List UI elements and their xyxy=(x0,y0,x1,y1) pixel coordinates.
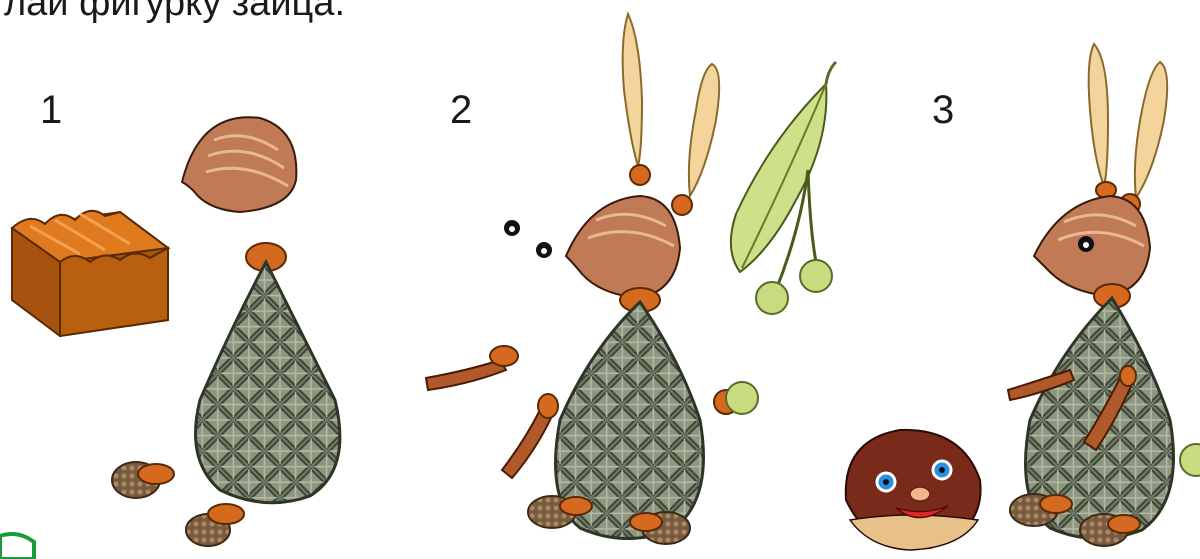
step2-nut-shell-head xyxy=(566,196,680,298)
step3-tail-icon xyxy=(1180,444,1200,476)
step2-eye-dot-icon xyxy=(504,220,552,258)
step3-ear-icon xyxy=(1089,44,1168,214)
step2-twig-arm-icon xyxy=(426,346,518,390)
step2-ear-icon-2 xyxy=(672,64,719,215)
step1-nut-shell-icon xyxy=(182,117,296,212)
step1-plasticine-block-icon xyxy=(12,211,168,336)
step2-twig-leg-icon xyxy=(502,394,558,478)
step3-chestnut-face-icon xyxy=(846,430,981,550)
step2-ear-icon xyxy=(623,14,650,185)
step1-pine-cone-icon xyxy=(196,262,340,503)
step1-acorn-icon xyxy=(112,462,174,498)
step1-acorn-icon-2 xyxy=(186,504,244,546)
step2-linden-branch-icon xyxy=(731,62,836,314)
step3-nut-shell-head xyxy=(1034,196,1150,296)
step2-tail-icon xyxy=(714,382,758,414)
green-corner-mark xyxy=(0,534,34,559)
